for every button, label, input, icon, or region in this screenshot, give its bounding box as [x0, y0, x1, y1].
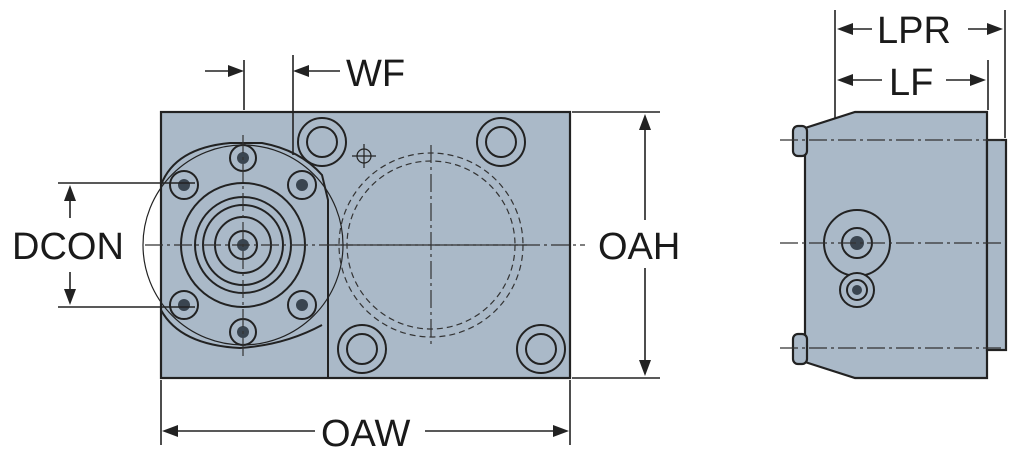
- mounting-bores: [297, 117, 566, 374]
- dim-lf: LF: [837, 60, 989, 110]
- label-oah: OAH: [598, 226, 680, 268]
- front-view: [142, 110, 585, 380]
- label-lf: LF: [889, 62, 933, 104]
- label-lpr: LPR: [877, 10, 951, 52]
- dim-lpr: LPR: [834, 10, 1006, 138]
- dim-oaw: OAW: [160, 380, 571, 455]
- dim-wf: WF: [205, 53, 405, 155]
- label-wf: WF: [346, 53, 405, 95]
- flange-plate: [160, 142, 329, 378]
- dim-oah: OAH: [572, 111, 680, 379]
- label-dcon: DCON: [12, 226, 124, 268]
- side-step: [985, 138, 1008, 352]
- side-view: [780, 110, 1008, 380]
- label-oaw: OAW: [321, 413, 410, 455]
- dim-dcon: DCON: [12, 182, 195, 308]
